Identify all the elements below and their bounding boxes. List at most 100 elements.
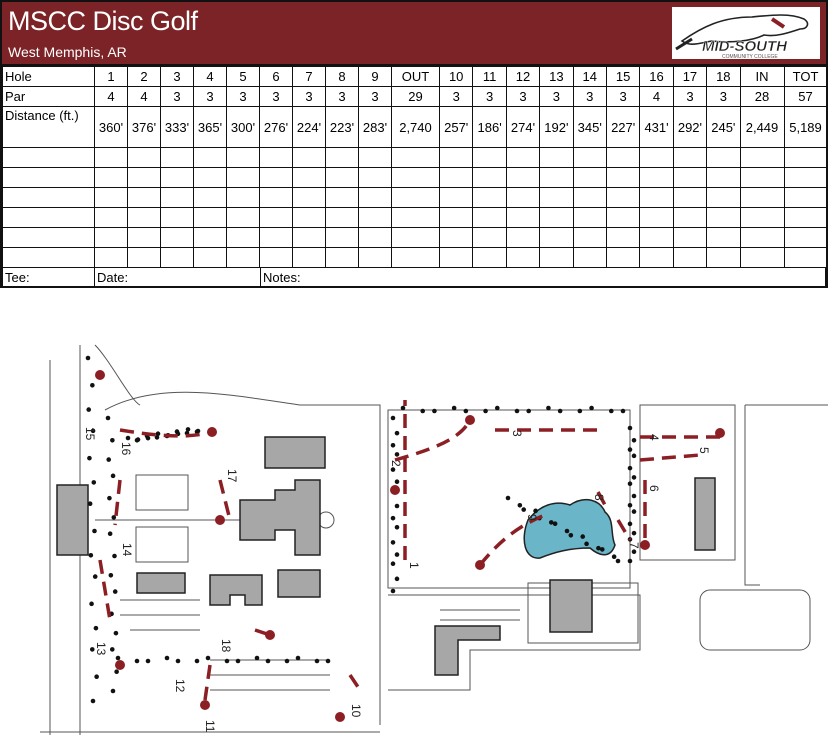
- score-entry-cell[interactable]: [605, 167, 641, 188]
- score-entry-cell[interactable]: [739, 147, 785, 168]
- score-entry-cell[interactable]: [2, 247, 95, 268]
- score-entry-cell[interactable]: [472, 207, 507, 228]
- score-entry-cell[interactable]: [160, 247, 194, 268]
- score-entry-cell[interactable]: [572, 247, 607, 268]
- score-entry-cell[interactable]: [639, 187, 674, 208]
- score-entry-cell[interactable]: [2, 147, 95, 168]
- score-entry-cell[interactable]: [605, 247, 641, 268]
- score-entry-cell[interactable]: [739, 207, 785, 228]
- score-entry-cell[interactable]: [127, 167, 161, 188]
- score-entry-cell[interactable]: [783, 207, 828, 228]
- score-entry-cell[interactable]: [127, 187, 161, 208]
- score-entry-cell[interactable]: [706, 147, 741, 168]
- score-entry-cell[interactable]: [292, 187, 326, 208]
- score-entry-cell[interactable]: [325, 167, 359, 188]
- score-entry-cell[interactable]: [505, 147, 541, 168]
- score-entry-cell[interactable]: [259, 167, 293, 188]
- score-entry-cell[interactable]: [226, 227, 260, 248]
- score-entry-cell[interactable]: [605, 227, 641, 248]
- score-entry-cell[interactable]: [259, 207, 293, 228]
- score-entry-cell[interactable]: [127, 147, 161, 168]
- score-entry-cell[interactable]: [259, 147, 293, 168]
- score-entry-cell[interactable]: [160, 147, 194, 168]
- score-entry-cell[interactable]: [472, 167, 507, 188]
- score-entry-cell[interactable]: [783, 187, 828, 208]
- score-entry-cell[interactable]: [391, 247, 440, 268]
- score-entry-cell[interactable]: [193, 187, 227, 208]
- score-entry-cell[interactable]: [672, 167, 708, 188]
- score-entry-cell[interactable]: [783, 167, 828, 188]
- score-entry-cell[interactable]: [783, 227, 828, 248]
- score-entry-cell[interactable]: [438, 247, 474, 268]
- tee-field[interactable]: Tee:: [2, 267, 95, 288]
- score-entry-cell[interactable]: [572, 227, 607, 248]
- score-entry-cell[interactable]: [539, 147, 574, 168]
- score-entry-cell[interactable]: [292, 207, 326, 228]
- score-entry-cell[interactable]: [438, 187, 474, 208]
- score-entry-cell[interactable]: [639, 167, 674, 188]
- score-entry-cell[interactable]: [292, 167, 326, 188]
- score-entry-cell[interactable]: [160, 167, 194, 188]
- score-entry-cell[interactable]: [358, 207, 392, 228]
- score-entry-cell[interactable]: [706, 247, 741, 268]
- score-entry-cell[interactable]: [226, 207, 260, 228]
- score-entry-cell[interactable]: [472, 247, 507, 268]
- score-entry-cell[interactable]: [226, 167, 260, 188]
- score-entry-cell[interactable]: [783, 147, 828, 168]
- score-entry-cell[interactable]: [539, 227, 574, 248]
- score-entry-cell[interactable]: [94, 167, 128, 188]
- score-entry-cell[interactable]: [391, 227, 440, 248]
- score-entry-cell[interactable]: [539, 167, 574, 188]
- score-entry-cell[interactable]: [160, 227, 194, 248]
- score-entry-cell[interactable]: [505, 247, 541, 268]
- score-entry-cell[interactable]: [391, 167, 440, 188]
- score-entry-cell[interactable]: [505, 187, 541, 208]
- score-entry-cell[interactable]: [639, 227, 674, 248]
- score-entry-cell[interactable]: [259, 247, 293, 268]
- score-entry-cell[interactable]: [605, 207, 641, 228]
- score-entry-cell[interactable]: [325, 187, 359, 208]
- score-entry-cell[interactable]: [358, 247, 392, 268]
- score-entry-cell[interactable]: [391, 207, 440, 228]
- score-entry-cell[interactable]: [391, 147, 440, 168]
- score-entry-cell[interactable]: [160, 187, 194, 208]
- score-entry-cell[interactable]: [605, 187, 641, 208]
- score-entry-cell[interactable]: [639, 147, 674, 168]
- score-entry-cell[interactable]: [226, 147, 260, 168]
- score-entry-cell[interactable]: [783, 247, 828, 268]
- score-entry-cell[interactable]: [639, 247, 674, 268]
- score-entry-cell[interactable]: [739, 187, 785, 208]
- score-entry-cell[interactable]: [325, 147, 359, 168]
- score-entry-cell[interactable]: [706, 227, 741, 248]
- score-entry-cell[interactable]: [292, 247, 326, 268]
- score-entry-cell[interactable]: [292, 147, 326, 168]
- score-entry-cell[interactable]: [127, 207, 161, 228]
- score-entry-cell[interactable]: [226, 187, 260, 208]
- date-field[interactable]: Date:: [94, 267, 261, 288]
- score-entry-cell[interactable]: [672, 207, 708, 228]
- score-entry-cell[interactable]: [672, 247, 708, 268]
- score-entry-cell[interactable]: [472, 187, 507, 208]
- score-entry-cell[interactable]: [259, 187, 293, 208]
- score-entry-cell[interactable]: [358, 147, 392, 168]
- score-entry-cell[interactable]: [505, 207, 541, 228]
- score-entry-cell[interactable]: [605, 147, 641, 168]
- score-entry-cell[interactable]: [94, 227, 128, 248]
- score-entry-cell[interactable]: [639, 207, 674, 228]
- score-entry-cell[interactable]: [193, 247, 227, 268]
- score-entry-cell[interactable]: [438, 227, 474, 248]
- score-entry-cell[interactable]: [672, 227, 708, 248]
- score-entry-cell[interactable]: [358, 187, 392, 208]
- score-entry-cell[interactable]: [127, 247, 161, 268]
- score-entry-cell[interactable]: [325, 207, 359, 228]
- score-entry-cell[interactable]: [94, 187, 128, 208]
- score-entry-cell[interactable]: [358, 167, 392, 188]
- score-entry-cell[interactable]: [472, 227, 507, 248]
- score-entry-cell[interactable]: [325, 247, 359, 268]
- score-entry-cell[interactable]: [127, 227, 161, 248]
- score-entry-cell[interactable]: [438, 147, 474, 168]
- score-entry-cell[interactable]: [438, 207, 474, 228]
- score-entry-cell[interactable]: [572, 147, 607, 168]
- score-entry-cell[interactable]: [292, 227, 326, 248]
- score-entry-cell[interactable]: [739, 167, 785, 188]
